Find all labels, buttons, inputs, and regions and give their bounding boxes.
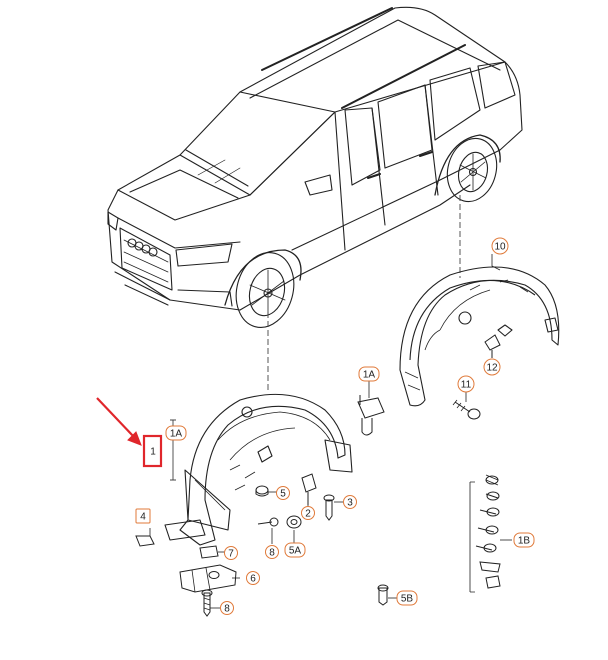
callout-label: 4 (140, 512, 146, 523)
callout-c1B: 1B (513, 532, 535, 548)
callout-label: 5B (401, 594, 414, 605)
callout-c6: 6 (246, 571, 260, 585)
callout-label: 5 (280, 489, 286, 500)
callout-label: 3 (347, 498, 353, 509)
callout-label: 8 (224, 604, 230, 615)
callout-c5: 5 (276, 486, 290, 500)
vehicle-illustration (107, 6, 523, 328)
callout-label: 1B (518, 536, 531, 547)
callout-c1A_left: 1A (165, 425, 187, 441)
callout-c1A_top: 1A (358, 366, 380, 382)
leader-lines (267, 195, 461, 392)
highlight-box (142, 434, 163, 468)
callout-c11: 11 (457, 375, 475, 393)
callout-label: 7 (228, 549, 234, 560)
callout-label: 1 (150, 447, 156, 458)
callout-c5B: 5B (396, 590, 418, 606)
callout-labels: 10 12 11 1A 1A 1 5 2 3 4 8 5A 7 6 8 1B 5B (135, 237, 535, 615)
callout-c1: 1 (150, 447, 156, 458)
fastener-parts (135, 473, 335, 617)
callout-label: 1A (363, 370, 376, 381)
callout-c7: 7 (224, 546, 238, 560)
callout-label: 5A (289, 546, 302, 557)
callout-c8a: 8 (265, 545, 279, 559)
callout-c12: 12 (483, 358, 501, 376)
callout-c2: 2 (301, 506, 315, 520)
callout-c4: 4 (135, 508, 151, 524)
callout-label: 6 (250, 574, 256, 585)
bracket-1A (357, 395, 385, 436)
callout-label: 2 (305, 509, 311, 520)
callout-label: 8 (269, 548, 275, 559)
callout-c5A: 5A (284, 542, 306, 558)
pin-5B (377, 584, 389, 606)
callout-label: 1A (170, 429, 183, 440)
rear-wheel-housing-liner (399, 266, 560, 407)
callout-label: 10 (494, 242, 506, 253)
callout-c3: 3 (343, 495, 357, 509)
screw-11 (452, 399, 481, 420)
fastener-set-1B (469, 474, 501, 593)
clip-12 (484, 334, 501, 358)
callout-c10: 10 (491, 237, 509, 255)
callout-c8b: 8 (220, 601, 234, 615)
callout-label: 11 (461, 380, 472, 391)
callout-label: 12 (486, 363, 498, 374)
front-wheel-housing-liner (164, 393, 353, 546)
red-arrow-icon (96, 397, 142, 446)
